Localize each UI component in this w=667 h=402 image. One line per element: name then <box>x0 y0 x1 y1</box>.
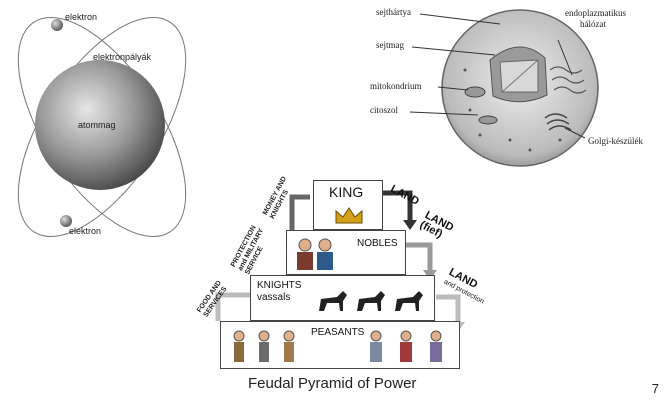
cell-er <box>549 66 587 94</box>
peasants-label: PEASANTS <box>311 327 365 338</box>
electron-top <box>51 19 63 31</box>
label-orbits: elektronpályák <box>93 52 152 62</box>
peasants-left-icon <box>233 330 295 362</box>
peasants-box: PEASANTS <box>220 321 460 369</box>
label-nucleus: atommag <box>78 120 116 130</box>
peasants-right-icon <box>370 330 442 362</box>
pyramid-caption: Feudal Pyramid of Power <box>248 375 417 392</box>
label-er-line2: hálózat <box>580 19 606 29</box>
page-number: 7 <box>651 381 659 396</box>
label-cell-nucleus: sejtmag <box>376 40 404 50</box>
cell-golgi <box>544 113 572 131</box>
king-box: KING <box>313 180 383 230</box>
atom-drawing <box>17 17 187 237</box>
cell-diagram: sejthártya sejtmag mitokondrium citoszol… <box>360 0 667 200</box>
nobles-label: NOBLES <box>357 238 398 249</box>
cell-mitochondrion <box>464 86 486 98</box>
nobles-box: NOBLES <box>286 230 406 275</box>
king-label: KING <box>329 184 364 200</box>
knights-label-2: vassals <box>257 292 291 303</box>
label-membrane: sejthártya <box>376 7 411 17</box>
nobles-figures-icon <box>297 238 333 270</box>
crown-icon <box>335 207 363 224</box>
label-golgi: Golgi-készülék <box>588 136 643 146</box>
nucleus-sphere <box>35 60 165 190</box>
label-electron-bottom: elektron <box>69 226 102 236</box>
knights-horses-icon <box>319 291 423 311</box>
label-cytosol: citoszol <box>370 105 398 115</box>
cell-drawing <box>409 9 599 167</box>
knights-label-1: KNIGHTS <box>257 280 302 291</box>
electron-bottom <box>60 215 72 227</box>
atom-diagram: elektron elektronpályák atommag elektron <box>0 0 200 245</box>
knights-box: KNIGHTS vassals <box>250 275 435 321</box>
label-er-line1: endoplazmatikus <box>565 8 626 18</box>
label-mitochondrion: mitokondrium <box>370 81 422 91</box>
label-electron-top: elektron <box>65 12 98 22</box>
feudal-pyramid: KING NOBLES KNIGHTS vassals PEASANTS <box>190 175 490 402</box>
